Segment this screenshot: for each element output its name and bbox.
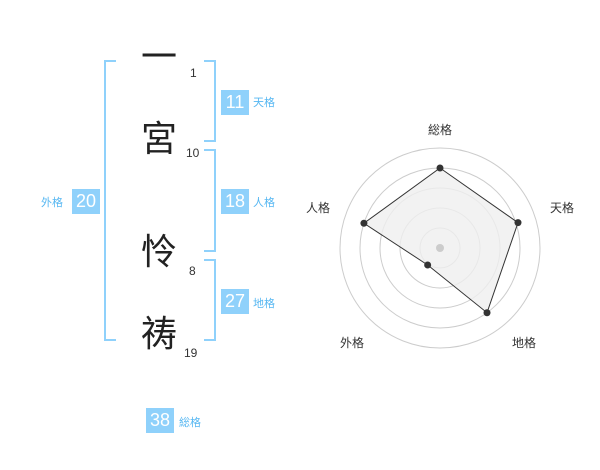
jinkaku-bracket (204, 149, 216, 252)
kanji-char-4: 祷 (140, 314, 177, 355)
tenkaku-bracket (204, 60, 216, 142)
jinkaku-label: 人格 (253, 196, 275, 209)
chikaku-label: 地格 (253, 297, 275, 310)
tenkaku-value: 11 (221, 90, 249, 115)
kanji-char-3: 怜 (140, 232, 177, 273)
kanji-char-1: 一 (140, 37, 177, 78)
radar-axis-label-tenkaku: 天格 (550, 200, 574, 215)
radar-point-4 (424, 261, 432, 269)
radar-axis-label-gaikaku: 外格 (340, 335, 364, 350)
tenkaku-label: 天格 (253, 96, 275, 109)
stroke-count-2: 10 (186, 146, 200, 160)
radar-point-3 (483, 309, 491, 317)
jinkaku-value: 18 (221, 189, 249, 214)
radar-point-5 (360, 219, 368, 227)
stroke-count-3: 8 (189, 264, 196, 278)
radar-point-2 (514, 219, 522, 227)
chikaku-value: 27 (221, 289, 249, 314)
stroke-count-1: 1 (190, 66, 197, 80)
gaikaku-label: 外格 (41, 196, 63, 209)
radar-axis-label-jinkaku: 人格 (306, 200, 330, 215)
gaikaku-bracket (104, 60, 116, 341)
radar-center-dot (436, 244, 444, 252)
gaikaku-value: 20 (72, 189, 100, 214)
kanji-char-2: 宮 (140, 119, 177, 160)
radar-ring (339, 147, 541, 349)
radar-axis-label-soukaku: 総格 (428, 122, 452, 137)
stroke-count-4: 19 (184, 346, 198, 360)
soukaku-label: 総格 (179, 416, 201, 429)
radar-point-1 (436, 164, 444, 172)
chikaku-bracket (204, 259, 216, 341)
radar-polygon (363, 167, 519, 314)
radar-axis-label-chikaku: 地格 (512, 335, 536, 350)
soukaku-value: 38 (146, 408, 174, 433)
